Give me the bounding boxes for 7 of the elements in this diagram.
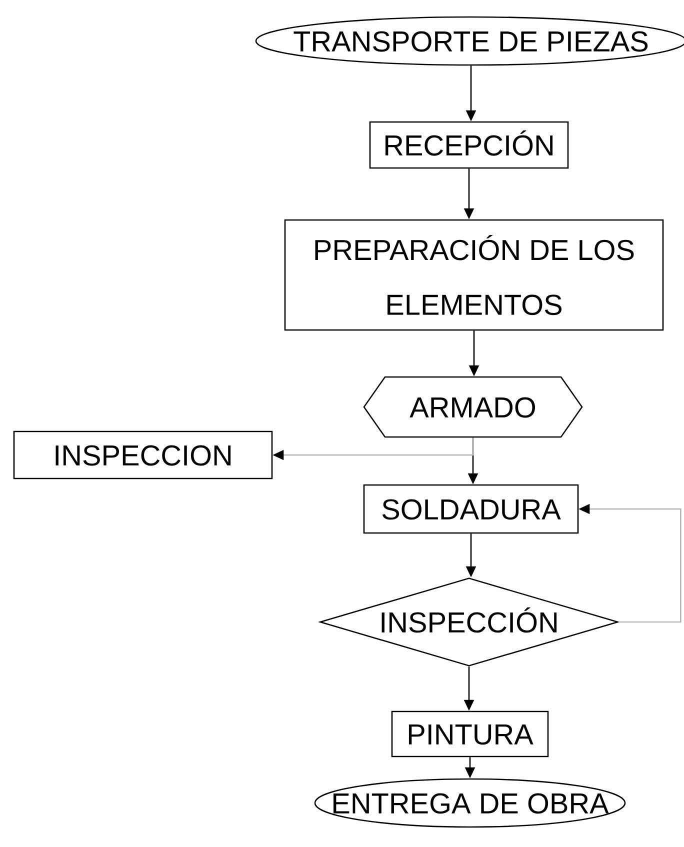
process-box: INSPECCION xyxy=(13,430,273,480)
process-box: PREPARACIÓN DE LOS ELEMENTOS xyxy=(284,219,664,331)
terminal-oval: ENTREGA DE OBRA xyxy=(314,778,626,828)
process-box: PINTURA xyxy=(391,710,549,758)
process-box: RECEPCIÓN xyxy=(369,121,569,169)
process-box: SOLDADURA xyxy=(363,484,579,534)
preparation-hexagon: ARMADO xyxy=(363,376,583,438)
